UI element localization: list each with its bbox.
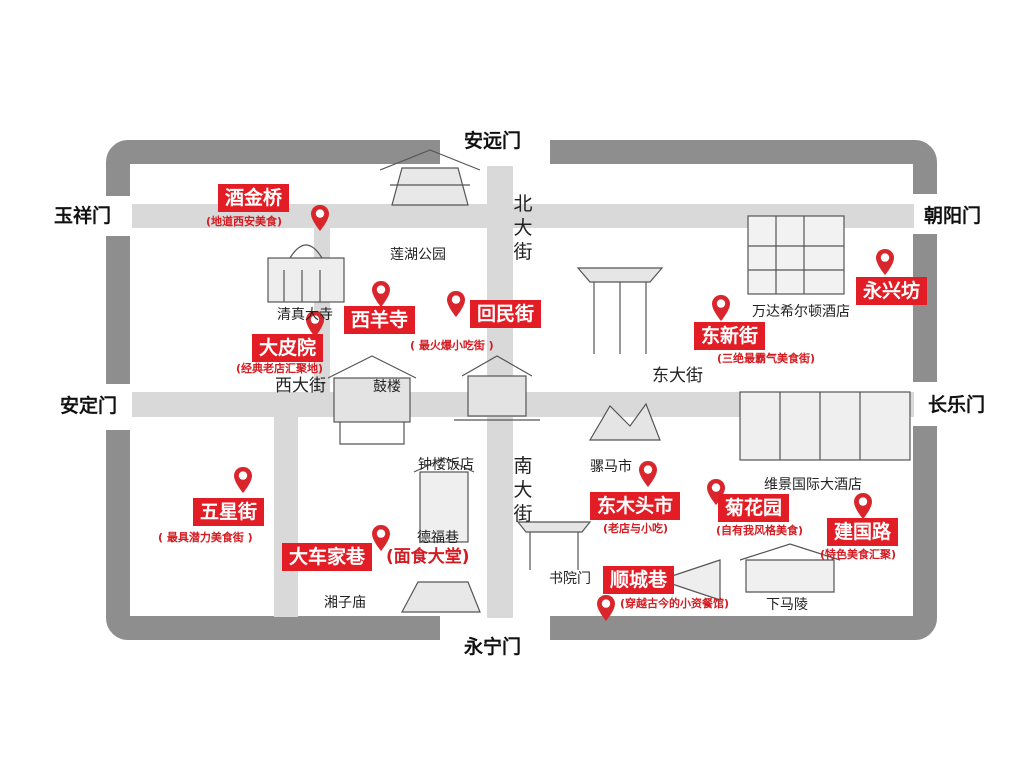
road-west: 西大街	[275, 376, 326, 396]
road-south: 南大街	[513, 455, 533, 525]
map-pin-icon[interactable]	[712, 295, 730, 321]
food-spot-jiujinqiao-desc: (地道西安美食)	[206, 215, 283, 228]
landmark-zhonglou-hotel: 钟楼饭店	[418, 457, 474, 473]
gate-west-upper: 玉祥门	[50, 202, 116, 230]
food-spot-dachejiaxiang[interactable]: 大车家巷	[282, 543, 373, 571]
road-north: 北大街	[513, 193, 533, 263]
food-spot-yongxingfang[interactable]: 永兴坊	[856, 277, 928, 305]
food-spot-jianguolu-desc: (特色美食汇聚)	[820, 548, 897, 561]
food-spot-wuxingjie[interactable]: 五星街	[193, 498, 265, 526]
building-sketch-icon	[267, 149, 911, 613]
map-pin-icon[interactable]	[447, 291, 465, 317]
map-pin-icon[interactable]	[372, 281, 390, 307]
food-spot-wuxingjie-desc: ( 最具潜力美食街 )	[158, 531, 253, 544]
map-pin-icon[interactable]	[234, 467, 252, 493]
food-spot-juhuayuan-desc: (自有我风格美食)	[716, 524, 804, 537]
gate-west-mid: 安定门	[56, 392, 122, 420]
landmark-dexiang: 德福巷	[417, 530, 459, 546]
food-spot-jiujinqiao[interactable]: 酒金桥	[218, 184, 290, 212]
food-spot-dongmutoushi[interactable]: 东木头市	[590, 492, 681, 520]
map-pin-icon[interactable]	[854, 493, 872, 519]
food-spot-huiminjie[interactable]: 回民街	[470, 300, 542, 328]
food-spot-juhuayuan[interactable]: 菊花园	[718, 494, 790, 522]
landmark-luomashi: 骡马市	[590, 459, 632, 475]
food-spot-dachejiaxiang-desc: (面食大堂)	[386, 547, 470, 567]
food-spot-shunchengxiang-desc: (穿越古今的小资餐馆)	[620, 597, 730, 610]
map-pin-icon[interactable]	[876, 249, 894, 275]
road-east: 东大街	[652, 366, 703, 386]
food-spot-dongmutoushi-desc: (老店与小吃)	[603, 522, 669, 535]
gate-south: 永宁门	[460, 633, 526, 661]
food-spot-dongxinjie[interactable]: 东新街	[694, 322, 766, 350]
food-spot-dapiyuan-desc: (经典老店汇聚地)	[236, 362, 324, 375]
landmark-weijing-hotel: 维景国际大酒店	[764, 477, 862, 493]
landmark-lianhu-park: 莲湖公园	[390, 247, 446, 263]
landmark-xiangzimiao: 湘子庙	[324, 595, 366, 611]
food-spot-dapiyuan[interactable]: 大皮院	[252, 334, 324, 362]
landmark-gulou: 鼓楼	[373, 379, 401, 395]
food-spot-huiminjie-desc: ( 最火爆小吃街 )	[410, 339, 494, 352]
landmark-xiamaling: 下马陵	[766, 597, 808, 613]
landmark-qingzhen-si: 清真大寺	[277, 307, 333, 323]
map-pin-icon[interactable]	[639, 461, 657, 487]
landmark-shuyuanmen: 书院门	[549, 571, 591, 587]
landmark-wanda-hilton: 万达希尔顿酒店	[752, 304, 850, 320]
food-spot-shunchengxiang[interactable]: 顺城巷	[603, 566, 675, 594]
food-spot-dongxinjie-desc: (三绝最霸气美食街)	[717, 352, 816, 365]
gate-north: 安远门	[460, 127, 526, 155]
food-spot-jianguolu[interactable]: 建国路	[827, 518, 899, 546]
gate-east-upper: 朝阳门	[920, 202, 986, 230]
food-spot-xiyangsi[interactable]: 西羊寺	[344, 306, 416, 334]
gate-east-mid: 长乐门	[924, 391, 990, 419]
